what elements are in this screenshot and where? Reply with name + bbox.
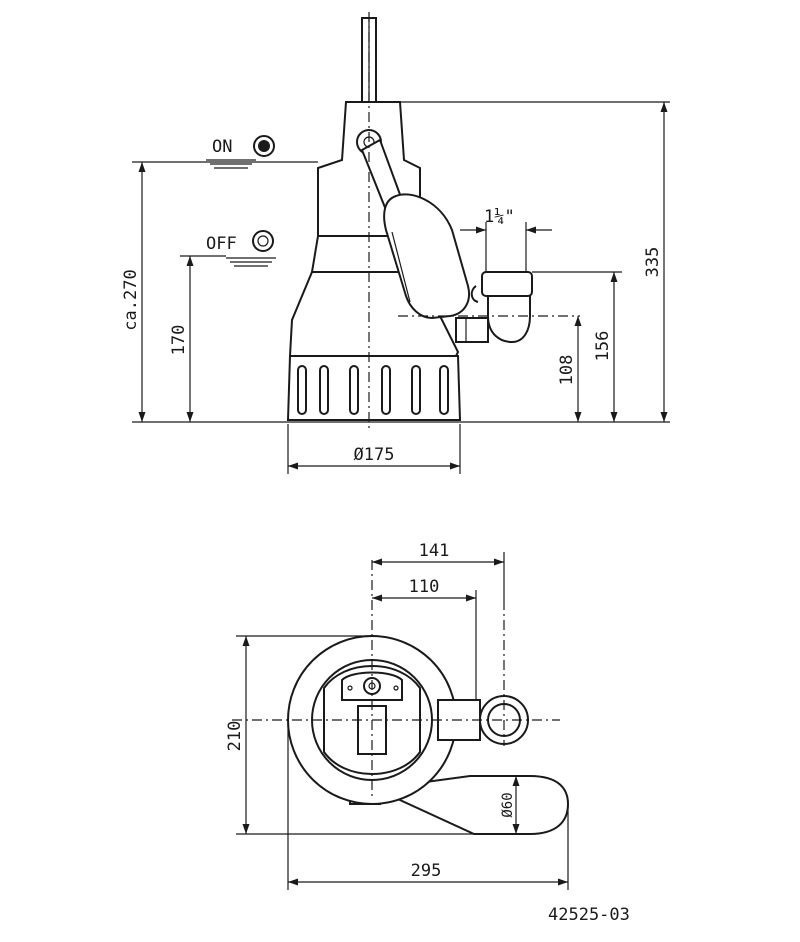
dim-170-label: 170 xyxy=(169,325,189,356)
dim-175-label: Ø175 xyxy=(354,445,395,465)
dim-110-label: 110 xyxy=(409,577,440,597)
dim-108-label: 108 xyxy=(557,355,577,386)
on-symbol-icon xyxy=(253,135,275,157)
drawing-number: 42525-03 xyxy=(548,905,630,925)
dim-141-label: 141 xyxy=(419,541,450,561)
dim-60-label: Ø60 xyxy=(500,792,516,817)
switch-off-indicator: OFF xyxy=(206,230,276,267)
dim-295-label: 295 xyxy=(411,861,442,881)
switch-on-indicator: ON xyxy=(206,135,275,169)
off-symbol-icon xyxy=(252,230,274,252)
top-view: 141 110 210 295 Ø60 xyxy=(225,541,570,890)
outlet-elbow xyxy=(455,271,533,344)
off-label: OFF xyxy=(206,234,237,254)
dim-156-label: 156 xyxy=(593,331,613,362)
dim-ca270-label: ca.270 xyxy=(121,269,141,330)
side-view: ON OFF ca.270 170 108 xyxy=(121,12,670,474)
on-label: ON xyxy=(212,137,232,157)
strainer-base xyxy=(286,355,462,421)
dim-210-label: 210 xyxy=(225,721,245,752)
dim-thread-label: 1¼" xyxy=(484,207,515,227)
dim-335-label: 335 xyxy=(643,247,663,278)
float-switch xyxy=(360,138,470,320)
cable-bracket xyxy=(341,671,403,701)
strainer-slots xyxy=(297,365,449,415)
